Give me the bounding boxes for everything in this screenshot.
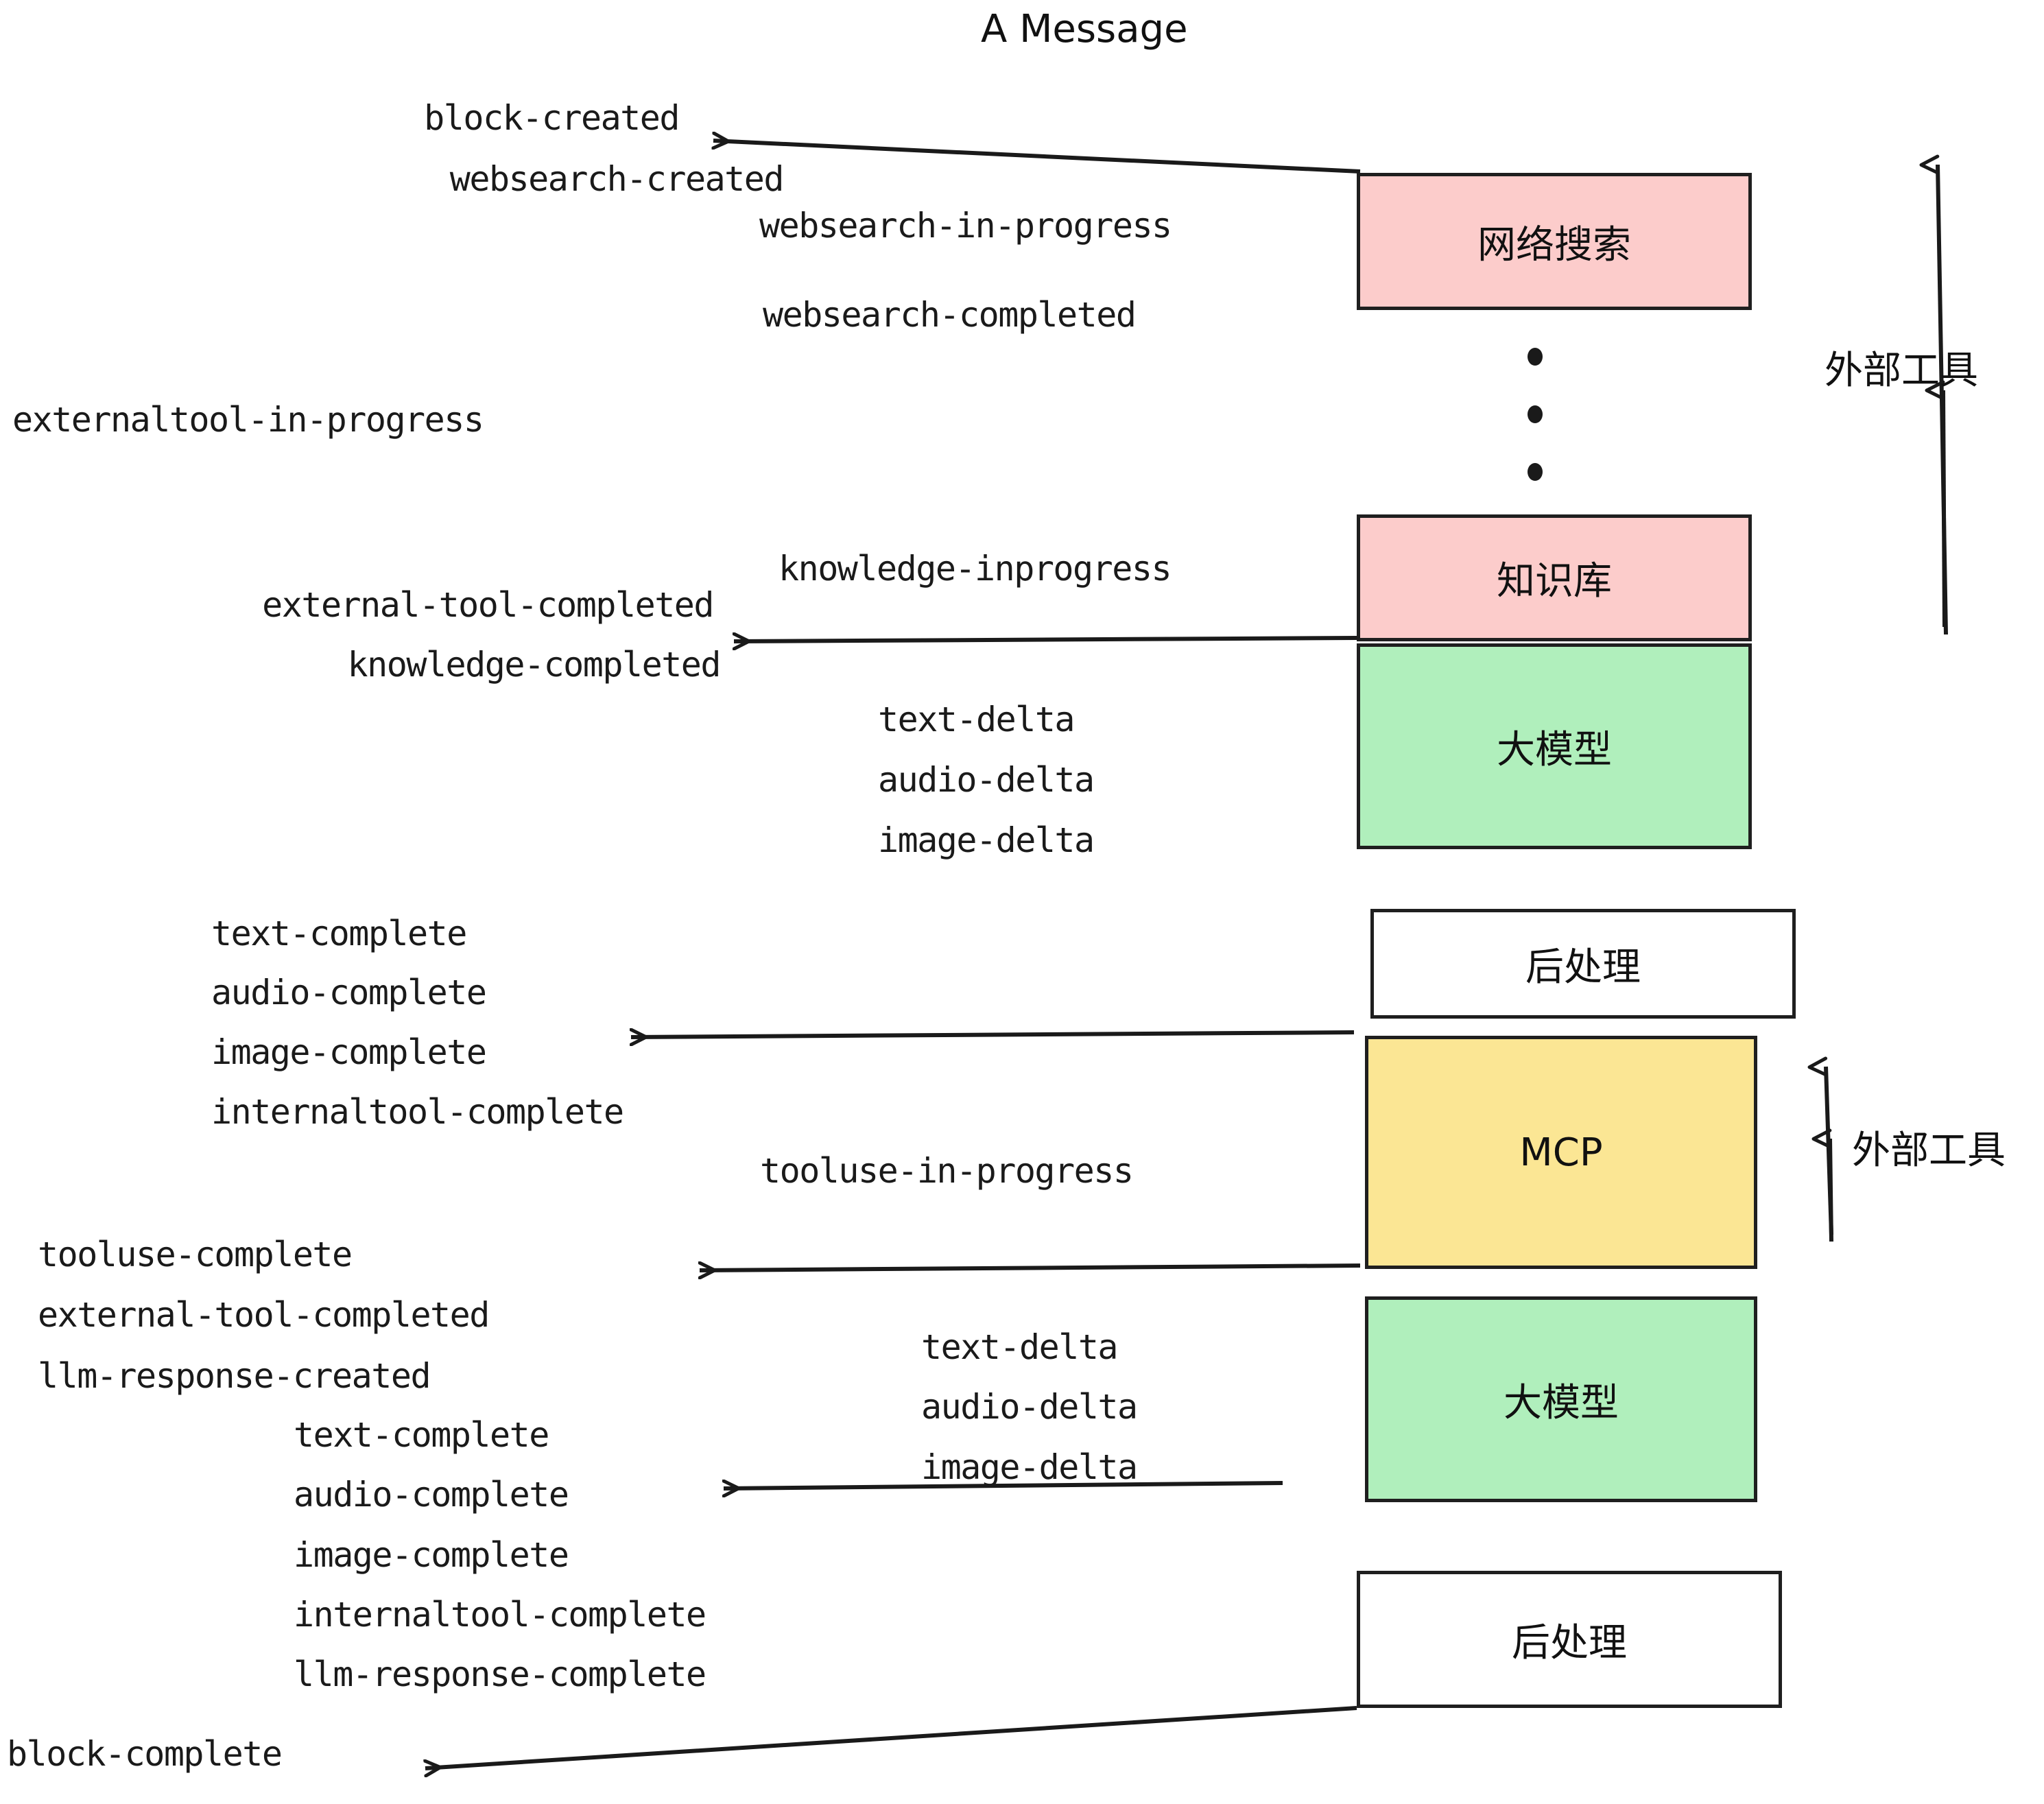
event-internaltool-complete-2: internaltool-complete — [294, 1595, 706, 1635]
event-text-complete-2: text-complete — [294, 1415, 549, 1455]
arrow-image-complete — [631, 1032, 1355, 1037]
event-text-delta-2: text-delta — [921, 1327, 1119, 1367]
node-post-bottom-label: 后处理 — [1512, 1620, 1627, 1665]
event-tooluse-complete: tooluse-complete — [38, 1235, 353, 1274]
event-text-delta-1: text-delta — [878, 700, 1076, 739]
event-llm-response-complete: llm-response-complete — [294, 1654, 706, 1694]
event-internaltool-complete-1: internaltool-complete — [211, 1092, 624, 1132]
bracket-bottom-label: 外部工具 — [1852, 1128, 2006, 1173]
event-image-delta-1: image-delta — [878, 820, 1095, 860]
arrow-audio-complete — [724, 1483, 1283, 1488]
node-llm-bottom: 大模型 — [1365, 1296, 1757, 1502]
ellipsis-dot-1 — [1528, 348, 1543, 366]
event-text-complete-1: text-complete — [211, 914, 467, 953]
event-llm-response-created: llm-response-created — [38, 1356, 431, 1396]
node-knowledge: 知识库 — [1357, 514, 1752, 641]
bracket-top-label: 外部工具 — [1825, 348, 1978, 393]
node-knowledge-label: 知识库 — [1497, 559, 1612, 604]
event-knowledge-completed: knowledge-completed — [347, 645, 722, 685]
event-image-complete-1: image-complete — [211, 1032, 487, 1072]
node-post-top-label: 后处理 — [1525, 945, 1641, 990]
event-websearch-completed: websearch-completed — [763, 295, 1137, 335]
event-tooluse-in-progress: tooluse-in-progress — [760, 1151, 1134, 1191]
bracket-bottom-down-arrow — [1811, 1128, 1833, 1242]
arrow-websearch-created — [713, 141, 1361, 174]
node-websearch: 网络搜索 — [1357, 173, 1752, 310]
arrow-knowledge-completed — [734, 638, 1357, 641]
event-block-created: block-created — [424, 98, 680, 138]
node-post-bottom: 后处理 — [1357, 1571, 1782, 1708]
diagram-title: A Message — [981, 7, 1188, 51]
node-llm-bottom-label: 大模型 — [1504, 1380, 1619, 1425]
event-knowledge-inprogress: knowledge-inprogress — [779, 549, 1172, 589]
event-external-tool-completed-1: external-tool-completed — [262, 585, 714, 625]
event-audio-delta-2: audio-delta — [921, 1387, 1138, 1427]
event-audio-complete-2: audio-complete — [294, 1475, 569, 1515]
node-mcp: MCP — [1365, 1036, 1757, 1269]
event-audio-complete-1: audio-complete — [211, 973, 487, 1012]
event-websearch-in-progress: websearch-in-progress — [759, 206, 1172, 246]
bracket-top-down-arrow — [1925, 380, 1947, 628]
node-websearch-label: 网络搜索 — [1477, 222, 1631, 268]
node-post-top: 后处理 — [1370, 909, 1796, 1019]
node-llm-top: 大模型 — [1357, 643, 1752, 849]
node-mcp-label: MCP — [1519, 1130, 1603, 1175]
event-image-complete-2: image-complete — [294, 1535, 569, 1575]
event-external-tool-completed-2: external-tool-completed — [38, 1295, 490, 1335]
arrow-block-complete — [425, 1706, 1357, 1768]
event-externaltool-in-progress: externaltool-in-progress — [12, 400, 484, 440]
event-image-delta-2: image-delta — [921, 1447, 1138, 1487]
node-llm-top-label: 大模型 — [1497, 727, 1612, 772]
event-audio-delta-1: audio-delta — [878, 760, 1095, 800]
ellipsis-dot-2 — [1528, 405, 1543, 423]
event-block-complete: block-complete — [7, 1734, 283, 1774]
ellipsis-dot-3 — [1528, 463, 1543, 481]
event-websearch-created: websearch-created — [449, 159, 785, 199]
arrow-tooluse-complete — [700, 1266, 1361, 1270]
